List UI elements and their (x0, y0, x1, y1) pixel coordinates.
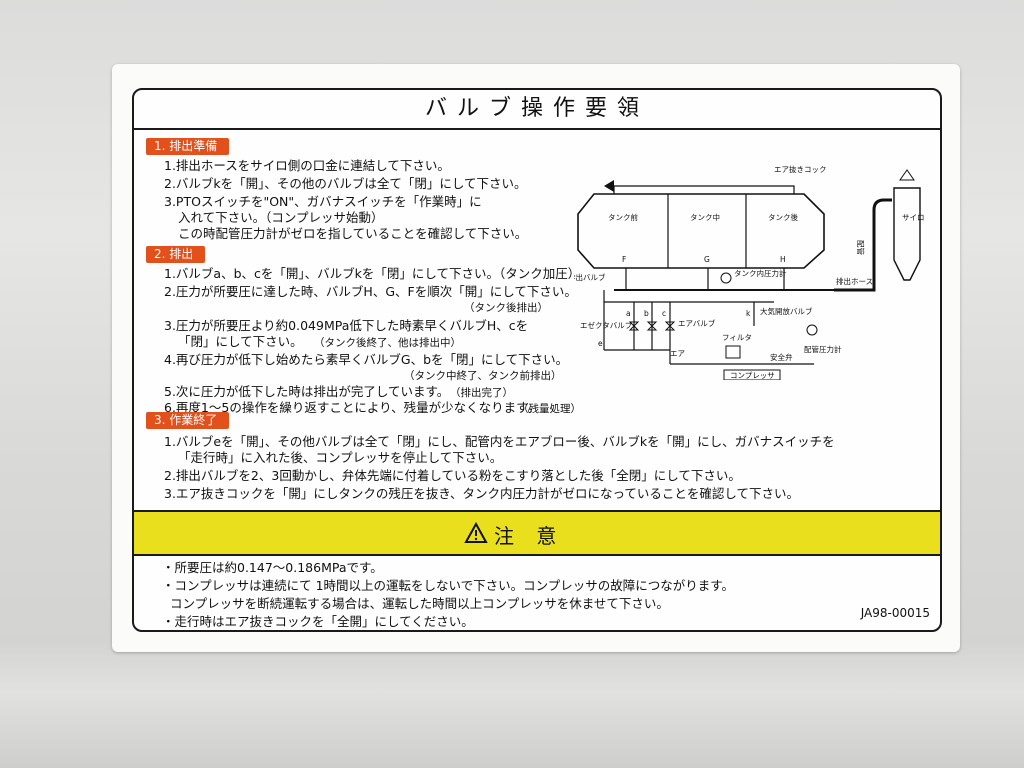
air-valve-label: エアバルブ (678, 318, 716, 328)
section-1-line-4: 入れて下さい。（コンプレッサ始動） (178, 210, 384, 225)
section-2-note-1: （タンク後排出） (464, 302, 548, 314)
pipe-label: 配管 (856, 240, 866, 255)
pipe-gauge-label: 配管圧力計 (804, 344, 842, 354)
section-2-line-5: 4.再び圧力が低下し始めたら素早くバルブG、bを「閉」にして下さい。 (164, 352, 569, 367)
section-1-line-5: この時配管圧力計がゼロを指していることを確認して下さい。 (178, 226, 528, 241)
caution-line-4: ・走行時はエア抜きコックを「全開」にしてください。 (162, 614, 474, 629)
valve-b-icon (646, 321, 658, 331)
discharge-hose (834, 198, 892, 292)
section-1-line-2: 2.バルブkを「開」、その他のバルブは全て「閉」にして下さい。 (164, 176, 527, 191)
section-2-line-6: 5.次に圧力が低下した時は排出が完了しています。 (164, 384, 450, 399)
valve-a-label: a (626, 309, 631, 318)
pipe-gauge-icon (806, 324, 818, 336)
valve-b-label: b (644, 309, 649, 318)
compressor-label: コンプレッサ (730, 371, 775, 380)
truck-surface (0, 640, 1024, 768)
caution-title: 注 意 (494, 524, 565, 548)
caution-line-1: ・所要圧は約0.147～0.186MPaです。 (162, 560, 383, 575)
section-1-heading: 1. 排出準備 (146, 138, 230, 155)
section-3-heading: 3. 作業終了 (146, 412, 230, 429)
warning-icon (464, 522, 488, 543)
tank-front-label: タンク前 (608, 212, 638, 222)
valve-a-icon (628, 321, 640, 331)
section-3-line-2: 「走行時」に入れた後、コンプレッサを停止して下さい。 (178, 450, 503, 465)
section-2-heading: 2. 排出 (146, 246, 206, 263)
valve-F-label: F (622, 255, 626, 264)
caution-line-3: コンプレッサを断続運転する場合は、運転した時間以上コンプレッサを休ませて下さい。 (170, 596, 669, 611)
section-2-line-3: 3.圧力が所要圧より約0.049MPa低下した時素早くバルブH、cを (164, 318, 529, 333)
discharge-valve-label: 排出バルブ (574, 272, 606, 282)
filter-label: フィルタ (722, 333, 752, 342)
tank-gauge-label: タンク内圧力計 (734, 268, 787, 278)
tank-gauge-icon (720, 272, 732, 284)
valve-instruction-label: バルブ操作要領 1. 排出準備 1.排出ホースをサイロ側の口金に連結して下さい。… (112, 64, 960, 652)
caution-line-2: ・コンプレッサは連続にて 1時間以上の運転をしないで下さい。コンプレッサの故障に… (162, 578, 735, 593)
section-2-line-2: 2.圧力が所要圧に達した時、バルブH、G、Fを順次「開」にして下さい。 (164, 284, 577, 299)
section-2-note-5: （残量処理） (518, 403, 581, 415)
section-2-note-2: （タンク後終了、他は排出中） (314, 337, 461, 349)
valve-H-label: H (780, 255, 786, 264)
tank-body (577, 193, 825, 269)
section-2-note-3: （タンク中終了、タンク前排出） (404, 370, 562, 382)
valve-c-icon (664, 321, 676, 331)
valve-e-label: e (598, 339, 603, 348)
valve-G-label: G (704, 255, 710, 264)
valve-k-label: k (746, 309, 751, 318)
compressor-box (723, 369, 781, 380)
section-3-line-4: 3.エア抜きコックを「開」にしタンクの残圧を抜き、タンク内圧力計がゼロになってい… (164, 486, 800, 501)
silo-label: サイロ (902, 213, 924, 222)
discharge-hose-label: 排出ホース (836, 276, 873, 286)
ejector-valve-label: エゼクタバルブ (580, 320, 633, 330)
section-3-line-1: 1.バルブeを「開」、その他バルブは全て「閉」にし、配管内をエアブロー後、バルブ… (164, 434, 835, 449)
silo-icon (893, 187, 921, 281)
section-3-line-3: 2.排出バルブを2、3回動かし、弁体先端に付着している粉をこすり落とした後「全閉… (164, 468, 741, 483)
air-cock-label: エア抜きコック (774, 164, 827, 174)
valve-c-label: c (662, 309, 666, 318)
caution-bar: 注 意 (134, 510, 940, 556)
air-cock-icon (604, 180, 614, 192)
label-code: JA98-00015 (860, 606, 930, 620)
atmos-valve-label: 大気開放バルブ (760, 306, 813, 316)
filter-icon (725, 345, 741, 359)
label-title: バルブ操作要領 (134, 90, 940, 130)
section-2-line-7: 6.再度1～5の操作を繰り返すことにより、残量が少なくなります。 (164, 400, 540, 415)
tank-middle-label: タンク中 (690, 212, 720, 222)
top-pipe (613, 185, 795, 194)
tank-rear-label: タンク後 (768, 212, 798, 222)
valve-diagram: タンク前 タンク中 タンク後 エア抜きコック F G H 排出バルブ タンク内圧… (574, 164, 924, 380)
section-2-line-1: 1.バルブa、b、cを「開」、バルブkを「閉」にして下さい。（タンク加圧） (164, 266, 581, 281)
safety-valve-label: 安全弁 (770, 352, 793, 362)
section-1-line-3: 3.PTOスイッチを"ON"、ガバナスイッチを「作業時」に (164, 194, 482, 209)
section-1-line-1: 1.排出ホースをサイロ側の口金に連結して下さい。 (164, 158, 450, 173)
section-2-line-4: 「閉」にして下さい。 (178, 334, 303, 349)
label-frame: バルブ操作要領 1. 排出準備 1.排出ホースをサイロ側の口金に連結して下さい。… (132, 88, 942, 632)
air-label: エア (670, 349, 685, 358)
section-2-note-4: （排出完了） (450, 387, 513, 399)
